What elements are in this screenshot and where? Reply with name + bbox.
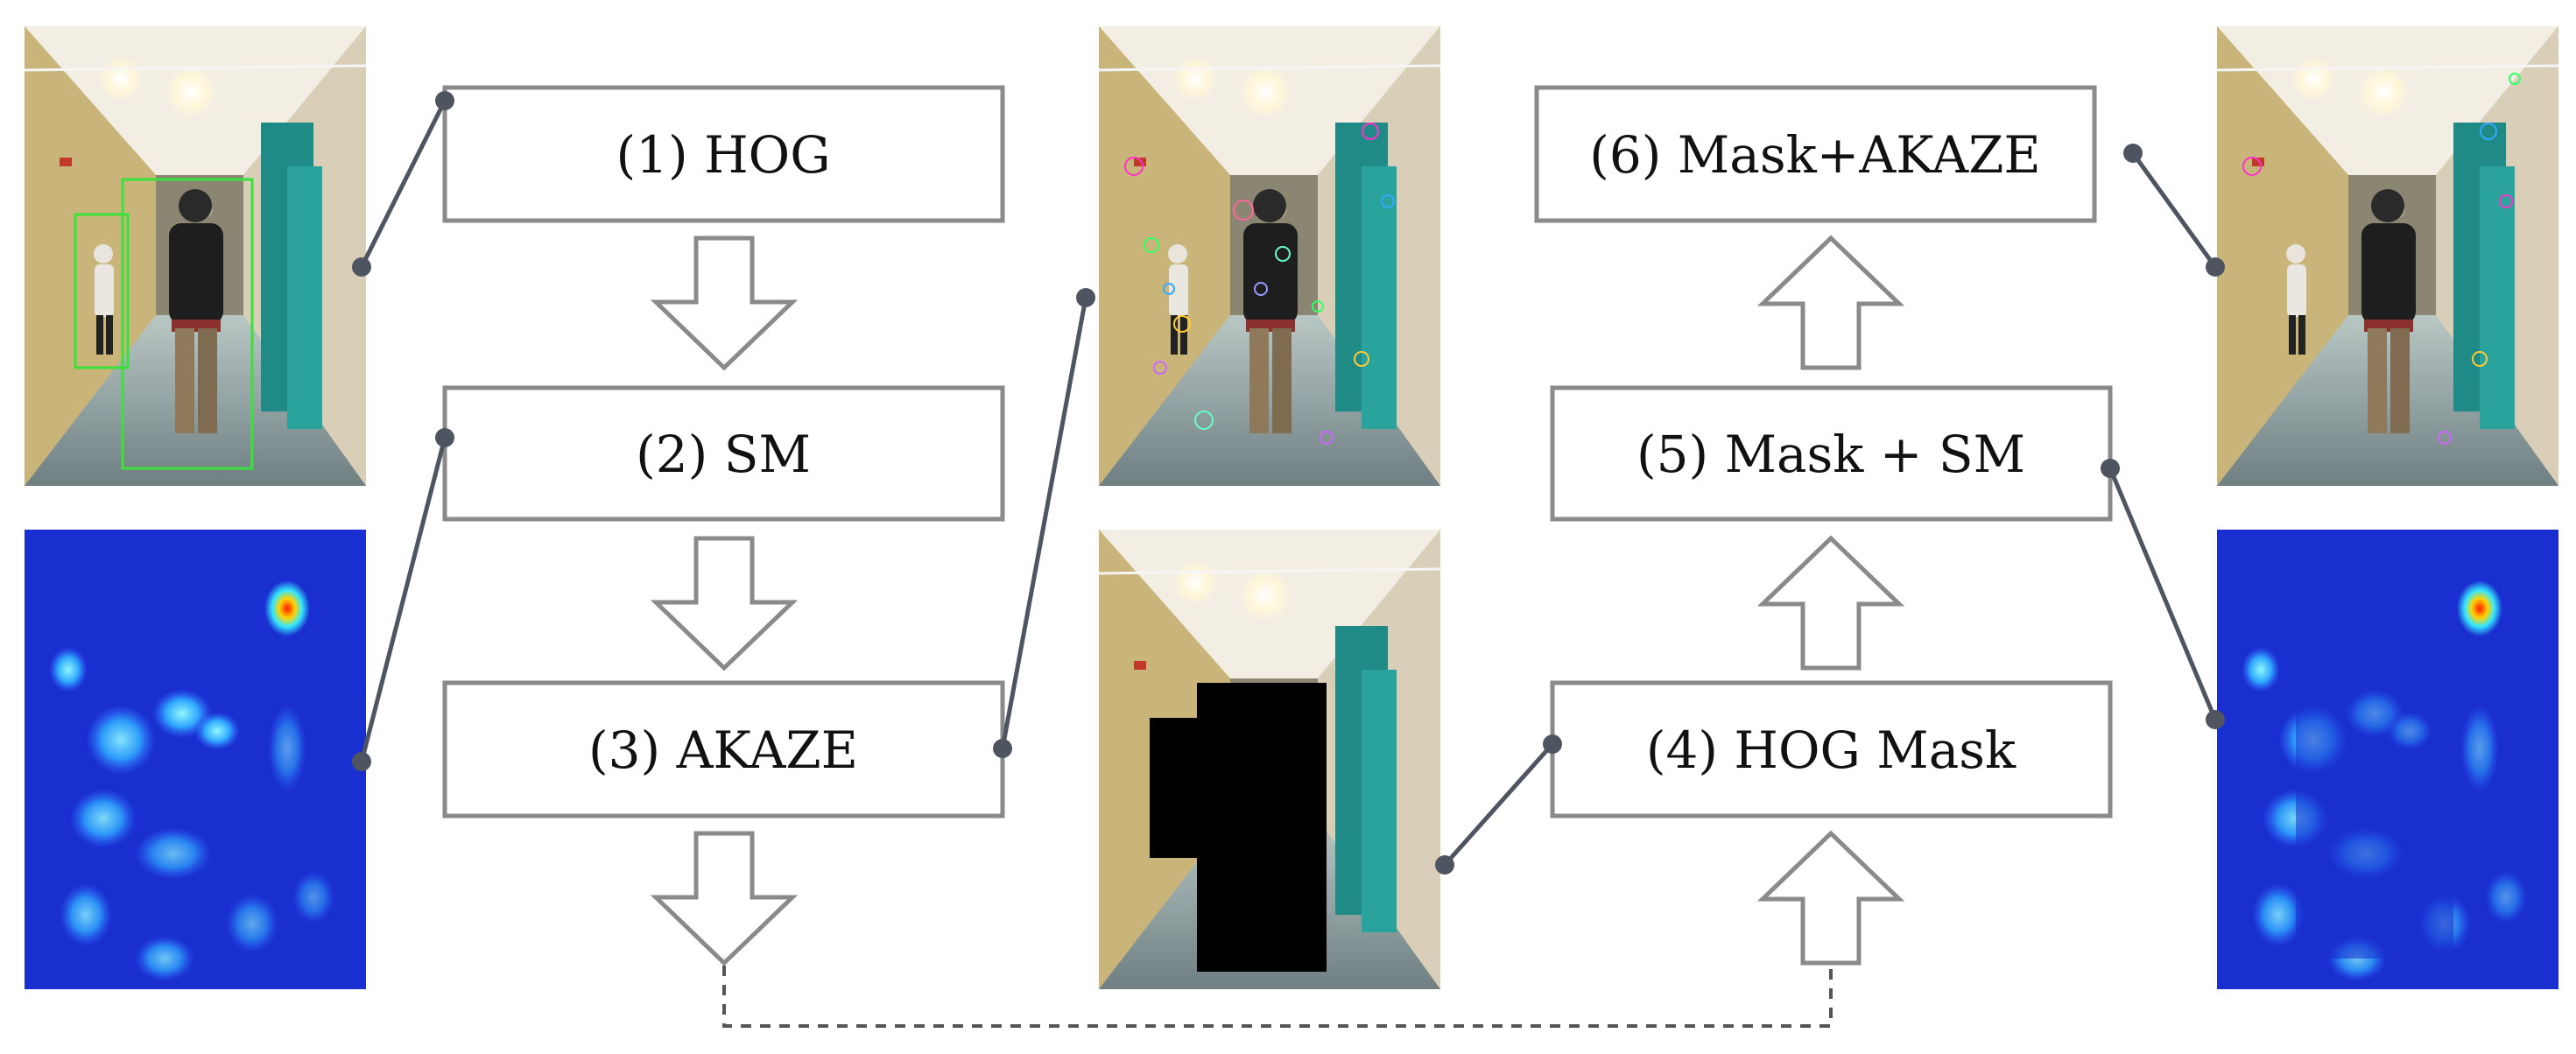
masked-saliency-image [2217,530,2558,989]
mask-block-upper [1197,683,1327,972]
step-6-box: (6) Mask+AKAZE [1534,85,2097,223]
connector-hog-image [352,91,454,277]
hog-detection-image [25,26,366,486]
step-2-label: (2) SM [636,425,811,484]
up-arrow-5-to-6 [1756,235,1905,370]
connector-akaze-image [993,288,1095,758]
dashed-link-3-to-4 [722,966,1833,1028]
down-arrow-3-out [650,831,799,966]
step-5-box: (5) Mask + SM [1550,385,2113,522]
masked-features-image [2217,26,2558,486]
up-arrow-4-to-5 [1756,535,1905,671]
connector-saliency-image [352,428,454,771]
connector-masked-saliency-image [2101,459,2225,729]
mask-block-left [1150,718,1202,858]
step-4-box: (4) HOG Mask [1550,680,2113,819]
down-arrow-2-to-3 [650,536,799,671]
step-1-label: (1) HOG [616,125,830,185]
saliency-map-image [25,530,366,989]
step-4-label: (4) HOG Mask [1646,720,2016,780]
step-6-label: (6) Mask+AKAZE [1589,125,2040,185]
connector-mask-image [1435,734,1562,875]
detection-box-person [121,178,254,470]
step-2-box: (2) SM [442,385,1005,522]
step-5-label: (5) Mask + SM [1636,425,2025,484]
step-3-label: (3) AKAZE [588,720,858,780]
step-3-box: (3) AKAZE [442,680,1005,819]
akaze-features-image [1099,26,1440,486]
hog-mask-image [1099,530,1440,989]
detection-box-person-left [74,213,130,369]
connector-masked-features-image [2123,144,2225,277]
down-arrow-1-to-2 [650,235,799,371]
up-arrow-in-to-4 [1756,830,1905,966]
step-1-box: (1) HOG [442,85,1005,223]
